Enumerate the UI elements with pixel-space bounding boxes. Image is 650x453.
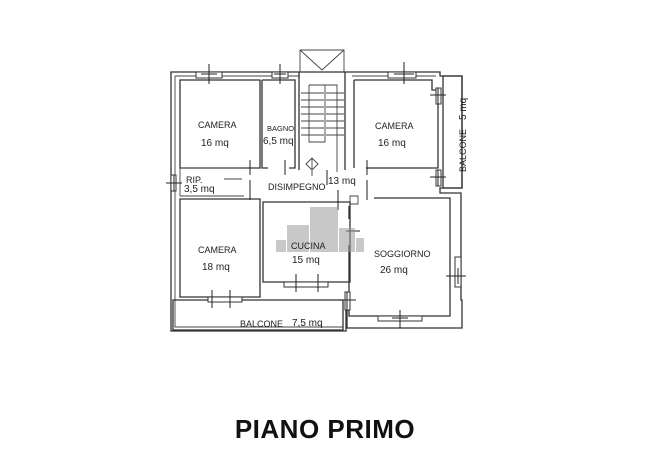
room-area: 7,5 mq (292, 318, 323, 329)
room-area: 16 mq (378, 138, 406, 149)
room-name: CAMERA (198, 120, 237, 130)
room-area: 26 mq (380, 265, 408, 276)
room-name: RIP. (186, 175, 202, 185)
floor-title: PIANO PRIMO (234, 414, 416, 444)
watermark-houses-icon (276, 207, 364, 252)
room-name: CAMERA (198, 245, 237, 255)
room-name: CAMERA (375, 121, 414, 131)
room-area: 13 mq (328, 176, 356, 187)
room-name: BALCONE (458, 129, 468, 172)
room-area: 15 mq (292, 255, 320, 266)
room-area: 5 mq (458, 98, 469, 120)
room-name: DISIMPEGNO (268, 182, 326, 192)
windows (166, 62, 466, 328)
room-name: BALCONE (240, 319, 283, 329)
room-labels: CAMERA 16 mq BAGNO 6,5 mq CAMERA 16 mq B… (184, 98, 469, 329)
room-area: 3,5 mq (184, 184, 215, 195)
room-name: BAGNO (267, 124, 294, 133)
interior-walls (172, 75, 463, 331)
stairwell (298, 49, 346, 176)
room-name: SOGGIORNO (374, 249, 431, 259)
room-area: 16 mq (201, 138, 229, 149)
room-name: CUCINA (291, 241, 326, 251)
room-area: 18 mq (202, 262, 230, 273)
room-area: 6,5 mq (263, 136, 294, 147)
